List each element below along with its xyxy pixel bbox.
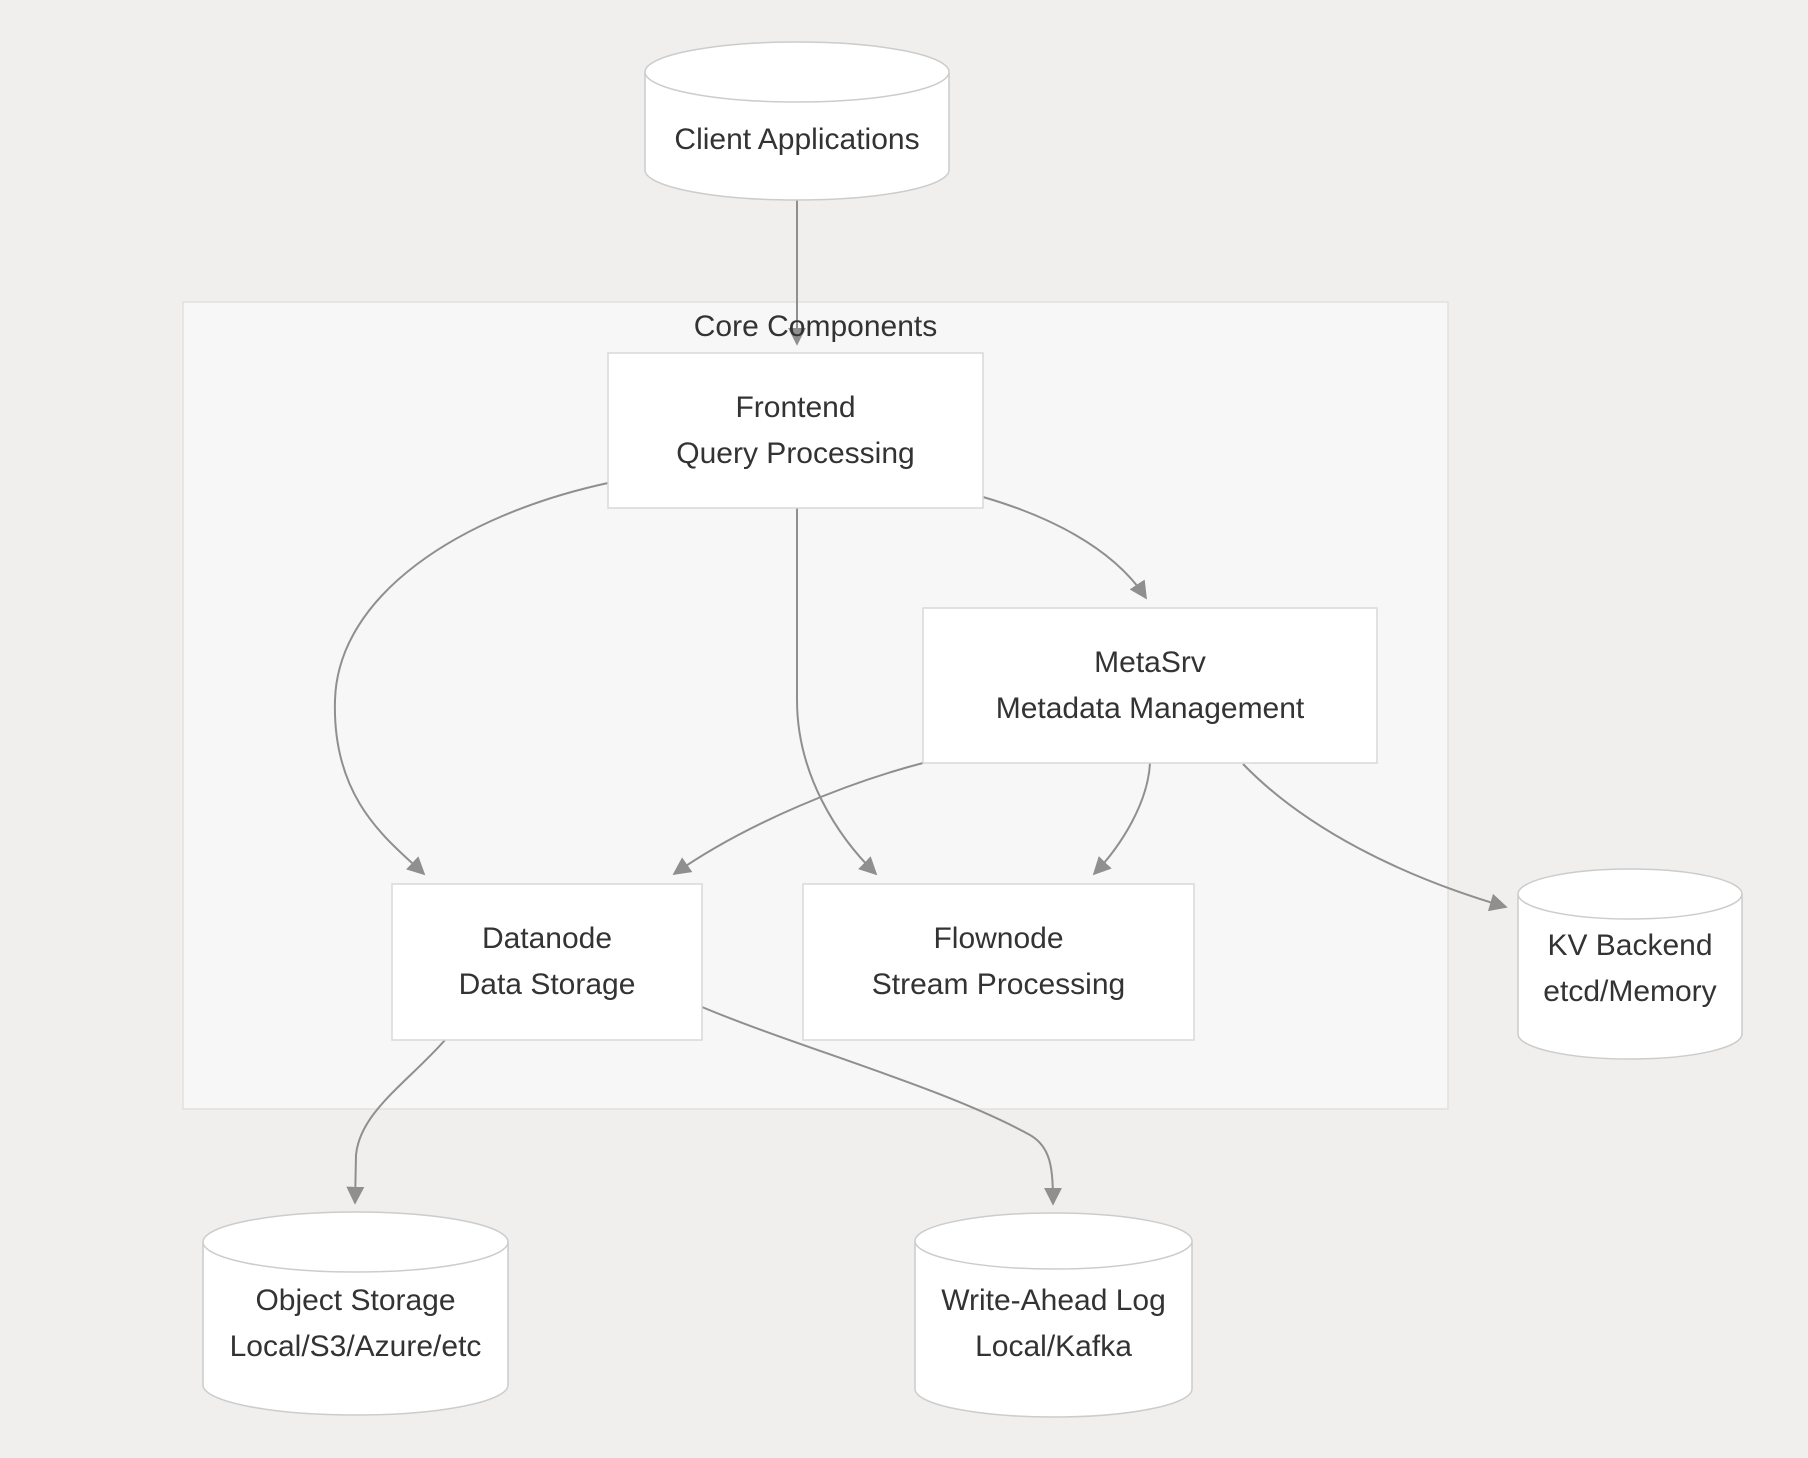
edge-frontend-to-datanode xyxy=(333,482,609,876)
kv-backend-node xyxy=(1517,868,1743,1060)
edge-frontend-to-flownode xyxy=(796,508,878,876)
core-components-label: Core Components xyxy=(693,310,938,343)
client-applications-node xyxy=(644,41,950,201)
object-storage-node xyxy=(202,1211,509,1416)
datanode-node xyxy=(391,883,703,1041)
metasrv-node xyxy=(922,607,1378,764)
frontend-node xyxy=(607,352,984,509)
edge-metasrv-to-kv-backend xyxy=(1242,763,1508,912)
write-ahead-log-node xyxy=(914,1212,1193,1418)
edge-datanode-to-write-ahead-log xyxy=(701,1006,1062,1206)
edge-datanode-to-object-storage xyxy=(346,1039,446,1205)
edge-metasrv-to-datanode xyxy=(672,762,924,876)
edge-metasrv-to-flownode xyxy=(1092,762,1151,876)
flownode-node xyxy=(802,883,1195,1041)
edge-frontend-to-metasrv xyxy=(982,496,1147,600)
